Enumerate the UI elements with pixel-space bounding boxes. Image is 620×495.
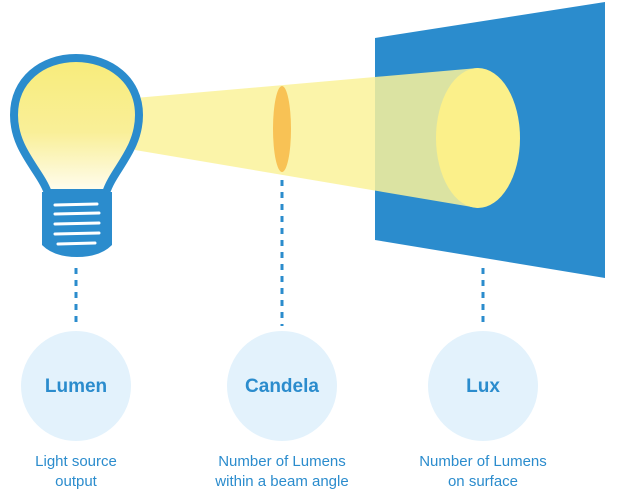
lux-label: Lux <box>466 376 500 397</box>
lux-circle <box>428 331 538 441</box>
lightbulb-icon <box>9 53 144 257</box>
lux-desc-line1: Number of Lumens <box>419 453 547 470</box>
lux-desc-line2: on surface <box>448 473 518 490</box>
candela-cross-section <box>273 86 291 172</box>
lumen-circle <box>21 331 131 441</box>
lux-spot <box>436 68 520 208</box>
lumen-label: Lumen <box>45 376 107 397</box>
lumen-desc-line1: Light source <box>35 453 117 470</box>
lumen-desc-line2: output <box>55 473 98 490</box>
candela-desc-line1: Number of Lumens <box>218 453 346 470</box>
candela-label: Candela <box>245 376 319 397</box>
light-beam <box>135 68 478 208</box>
candela-desc-line2: within a beam angle <box>214 473 348 490</box>
candela-circle <box>227 331 337 441</box>
